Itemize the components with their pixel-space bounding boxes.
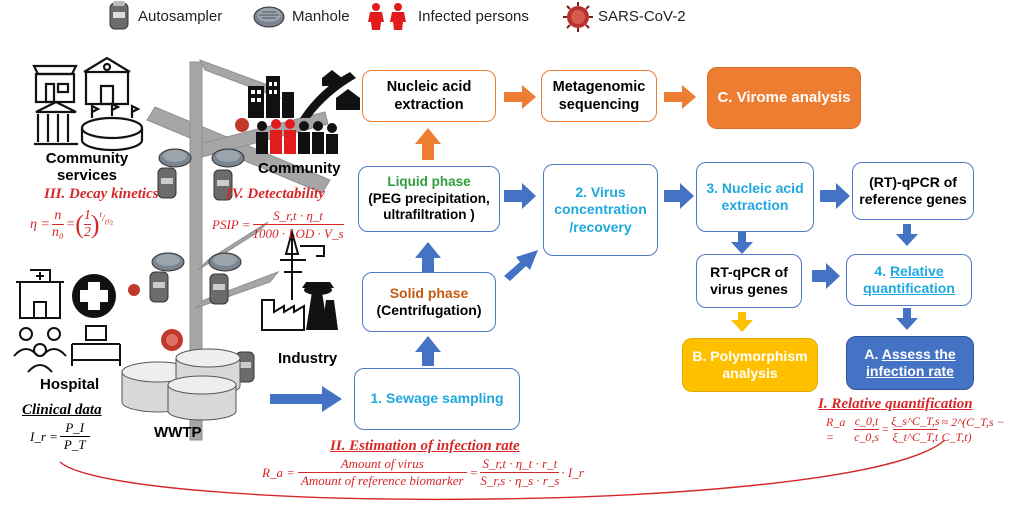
community-services-label: Community services	[45, 150, 129, 185]
decay-lhs: η =	[30, 216, 50, 232]
liquid-phase-box: Liquid phase (PEG precipitation, ultrafi…	[358, 166, 500, 232]
relative-quant-number: 4.	[874, 262, 890, 279]
estimation-num2: S_r,t · η_t · r_t	[482, 456, 558, 471]
estimation-formula: R_a = Amount of virus Amount of referenc…	[262, 456, 584, 489]
virome-label: C. Virome analysis	[717, 88, 851, 106]
blue-arrows	[415, 183, 918, 366]
community-label: Community	[258, 160, 341, 177]
legend-manhole-label: Manhole	[292, 8, 350, 25]
legend-virus-label: SARS-CoV-2	[598, 8, 686, 25]
liquid-phase-body: (PEG precipitation, ultrafiltration )	[368, 190, 490, 223]
estimation-equals: =	[469, 464, 479, 480]
ir-denominator: P_T	[59, 436, 90, 453]
decay-equals: =	[65, 216, 76, 232]
wwtp-tanks	[121, 348, 241, 421]
sewage-sampling-box: 1. Sewage sampling	[354, 368, 520, 430]
clinical-data-title: Clinical data	[22, 402, 102, 418]
nucleic-acid-extraction-top-box: Nucleic acid extraction	[362, 70, 496, 122]
reference-genes-box: (RT)-qPCR of reference genes	[852, 162, 974, 220]
relative-quant-title: I. Relative quantification	[818, 396, 973, 412]
assess-link[interactable]: Assess the infection rate	[866, 345, 956, 380]
rq-num2: ξ_s^C_T,s	[891, 414, 940, 428]
psip-formula: PSIP = S_r,t · η_t 1000 · LOD · V_s	[212, 208, 344, 242]
hospital-icons	[13, 269, 121, 373]
decay-kinetics-title: III. Decay kinetics	[44, 186, 159, 202]
wwtp-to-sampling-arrow	[270, 386, 342, 412]
detectability-title: IV. Detectability	[226, 186, 325, 202]
estimation-num1: Amount of virus	[340, 456, 424, 471]
psip-denominator: 1000 · LOD · V_s	[252, 224, 344, 241]
decay-half-den: 2	[83, 224, 91, 240]
decay-numerator: n	[54, 208, 62, 223]
estimation-tail: · I_r	[561, 464, 584, 480]
ir-lhs: I_r =	[30, 428, 58, 444]
rq-num1: c_0,t	[854, 414, 879, 428]
virus-concentration-box: 2. Virus concentration /recovery	[543, 164, 658, 256]
estimation-den1: Amount of reference biomarker	[297, 472, 467, 489]
metagenomic-box: Metagenomic sequencing	[541, 70, 657, 122]
feedback-curve	[59, 439, 946, 501]
estimation-den2: S_r,s · η_s · r_s	[480, 472, 560, 488]
assess-letter: A.	[864, 345, 882, 362]
autosampler-icon	[109, 1, 129, 30]
decay-exponent: t/t½	[99, 210, 114, 227]
rq-equals: =	[881, 422, 890, 436]
liquid-phase-title: Liquid phase	[387, 173, 471, 189]
community-services-icons	[32, 56, 144, 152]
sampling-label: 1. Sewage sampling	[370, 390, 504, 407]
rq-den1: c_0,s	[854, 429, 880, 444]
assess-infection-box: A. Assess the infection rate	[846, 336, 974, 390]
legend-icons	[109, 1, 593, 32]
pipe-manholes	[151, 148, 245, 272]
decay-denominator: n₀	[51, 224, 64, 240]
decay-half-num: 1	[83, 208, 91, 223]
estimation-title: II. Estimation of infection rate	[330, 438, 520, 454]
decay-formula: η = n n₀ = ( 1 2 ) t/t½	[30, 208, 114, 240]
yellow-arrow	[731, 312, 753, 332]
legend-autosampler-label: Autosampler	[138, 8, 223, 25]
polymorphism-box: B. Polymorphism analysis	[682, 338, 818, 392]
relative-quant-text: 4. Relative quantification	[847, 263, 971, 298]
ref-genes-label: (RT)-qPCR of reference genes	[859, 173, 967, 208]
estimation-lhs: R_a =	[262, 464, 295, 480]
rq-lhs: R_a =	[826, 414, 846, 444]
metagenomic-label: Metagenomic sequencing	[552, 78, 646, 113]
solid-phase-title: Solid phase	[389, 284, 469, 301]
virome-analysis-box: C. Virome analysis	[707, 67, 861, 129]
relative-quant-formula: R_a = c_0,t c_0,s = ξ_s^C_T,s ξ_t^C_T,t …	[826, 414, 1024, 445]
rtqpcr-virus-box: RT-qPCR of virus genes	[696, 254, 802, 308]
infected-persons-icon	[368, 3, 406, 30]
nucleic-3-label: 3. Nucleic acid extraction	[706, 179, 804, 214]
wwtp-label: WWTP	[154, 424, 202, 441]
pipe-viruses	[128, 118, 249, 351]
assess-text: A. Assess the infection rate	[847, 346, 973, 381]
hospital-label: Hospital	[40, 376, 100, 393]
relative-quantification-box: 4. Relative quantification	[846, 254, 972, 306]
legend-infected-label: Infected persons	[418, 8, 529, 25]
sars-cov-2-icon	[563, 2, 593, 32]
concentration-label: 2. Virus concentration /recovery	[554, 183, 647, 235]
rtqpcr-virus-label: RT-qPCR of virus genes	[710, 263, 788, 298]
orange-arrows	[415, 85, 696, 160]
solid-phase-box: Solid phase (Centrifugation)	[362, 272, 496, 332]
industry-icons	[261, 228, 338, 331]
rq-tail: ≈ 2^(C_T,s − C_T,t)	[941, 414, 1005, 444]
relative-quant-link[interactable]: Relative quantification	[863, 262, 955, 297]
nucleic-top-label: Nucleic acid extraction	[386, 78, 472, 113]
clinical-formula: I_r = P_I P_T	[30, 420, 90, 453]
industry-label: Industry	[278, 350, 338, 367]
nucleic-acid-extraction-3-box: 3. Nucleic acid extraction	[696, 162, 814, 232]
ir-numerator: P_I	[65, 420, 85, 435]
psip-lhs: PSIP =	[212, 217, 251, 232]
psip-numerator: S_r,t · η_t	[273, 208, 323, 223]
polymorphism-label: B. Polymorphism analysis	[692, 347, 808, 382]
rq-den2: ξ_t^C_T,t	[892, 429, 939, 444]
community-icons	[248, 70, 360, 154]
solid-phase-body: (Centrifugation)	[376, 302, 482, 318]
manhole-icon	[253, 6, 285, 28]
